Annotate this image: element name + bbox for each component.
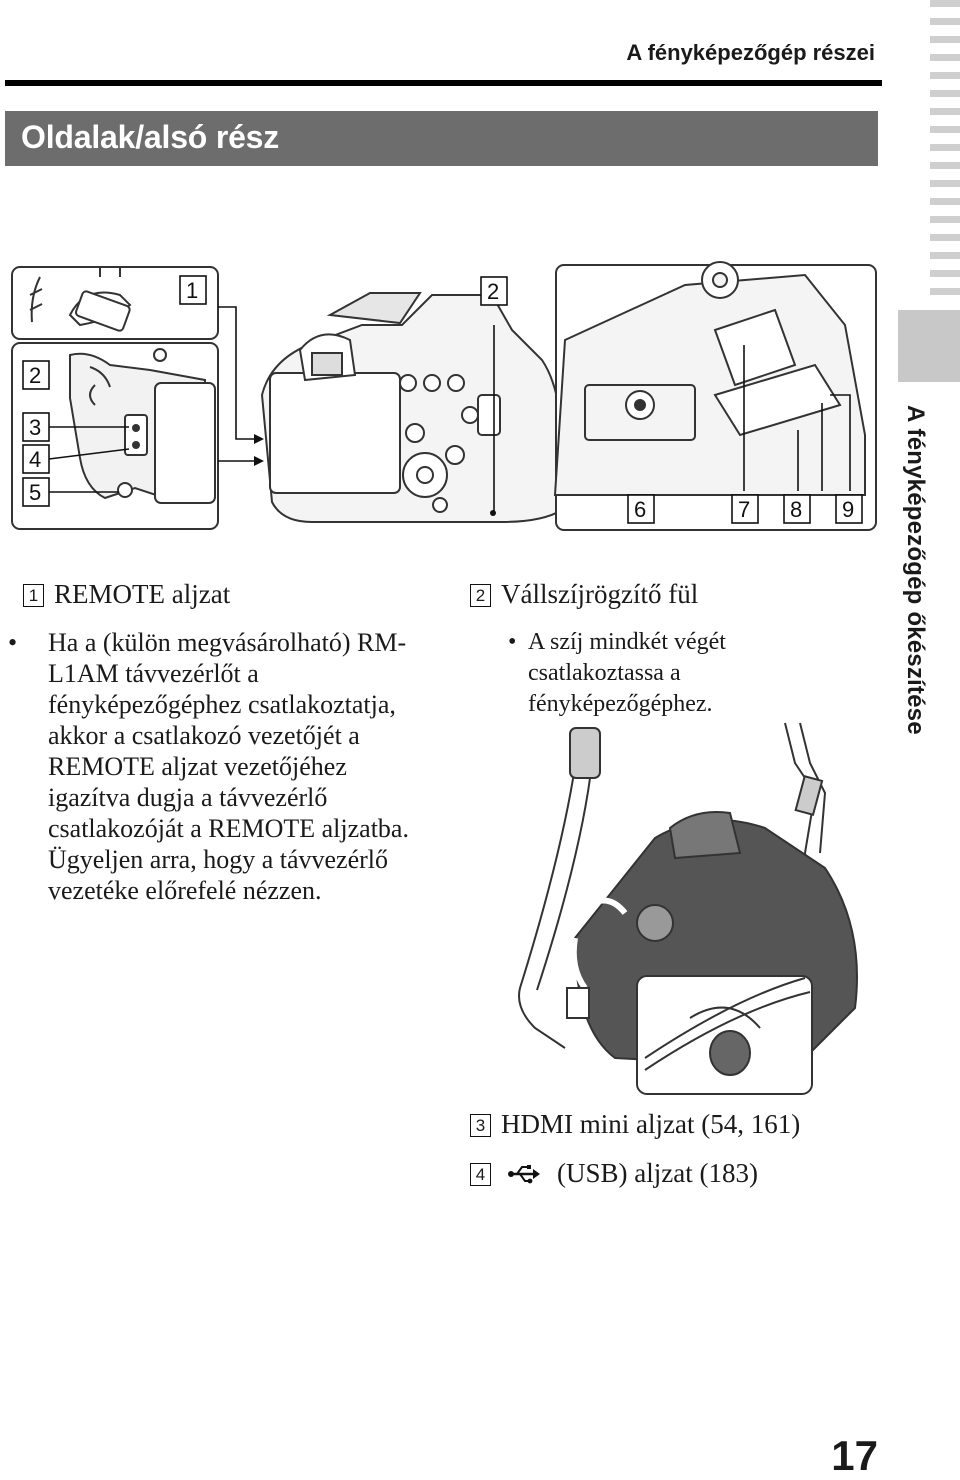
side-tab-marker xyxy=(898,310,960,382)
svg-text:2: 2 xyxy=(487,279,499,304)
strap-attachment-illustration xyxy=(518,722,858,1095)
svg-text:8: 8 xyxy=(790,497,802,522)
item-number-1: 1 xyxy=(23,584,44,607)
strap-bullet-text: A szíj mindkét végét csatlakoztassa a fé… xyxy=(528,629,726,717)
svg-text:6: 6 xyxy=(634,497,646,522)
callout-9: 9 xyxy=(835,494,863,524)
thumb-index-strip xyxy=(930,0,960,300)
callout-8: 8 xyxy=(783,494,811,524)
callout-2-right: 2 xyxy=(480,276,508,306)
usb-icon xyxy=(508,1165,540,1184)
remote-heading-text: REMOTE aljzat xyxy=(54,579,231,609)
svg-text:7: 7 xyxy=(738,497,750,522)
item-number-4: 4 xyxy=(470,1163,491,1186)
bullet-dot: • xyxy=(508,629,517,655)
svg-text:3: 3 xyxy=(29,415,41,440)
usb-heading-text: (USB) aljzat (183) xyxy=(557,1158,758,1188)
svg-text:5: 5 xyxy=(29,480,41,505)
svg-text:2: 2 xyxy=(29,363,41,388)
hdmi-heading-text: HDMI mini aljzat (54, 161) xyxy=(501,1109,801,1139)
callout-5: 5 xyxy=(22,477,50,507)
svg-text:1: 1 xyxy=(186,278,198,303)
header-rule xyxy=(5,80,882,86)
callout-7: 7 xyxy=(731,494,759,524)
bullet-dot: • xyxy=(8,628,18,657)
callout-4: 4 xyxy=(22,444,50,474)
item-number-3: 3 xyxy=(470,1114,491,1137)
callout-1: 1 xyxy=(179,275,207,305)
camera-side-bottom-diagram: 1 2 3 4 5 2 6 7 8 9 xyxy=(11,261,877,531)
item-hdmi-heading: 3 HDMI mini aljzat (54, 161) xyxy=(470,1108,800,1140)
item-strap-heading: 2 Vállszíjrögzítő fül xyxy=(470,578,698,610)
svg-text:4: 4 xyxy=(29,447,41,472)
section-title-bar: Oldalak/alsó rész xyxy=(5,111,878,166)
section-title: Oldalak/alsó rész xyxy=(21,119,280,155)
item-remote-heading: 1 REMOTE aljzat xyxy=(23,578,230,610)
page-number: 17 xyxy=(831,1432,878,1479)
running-header: A fényképezőgép részei xyxy=(626,40,875,65)
callout-3: 3 xyxy=(22,412,50,442)
callout-2-left: 2 xyxy=(22,360,50,390)
callout-6: 6 xyxy=(627,494,655,524)
remote-bullet-text: Ha a (külön megvásárolható) RM-L1AM távv… xyxy=(48,628,409,905)
strap-heading-text: Vállszíjrögzítő fül xyxy=(501,579,699,609)
item-usb-heading: 4 (USB) aljzat (183) xyxy=(470,1157,758,1189)
side-tab-label: A fényképezőgép őkészítése xyxy=(902,405,929,735)
item-number-2: 2 xyxy=(470,584,491,607)
svg-text:9: 9 xyxy=(842,497,854,522)
